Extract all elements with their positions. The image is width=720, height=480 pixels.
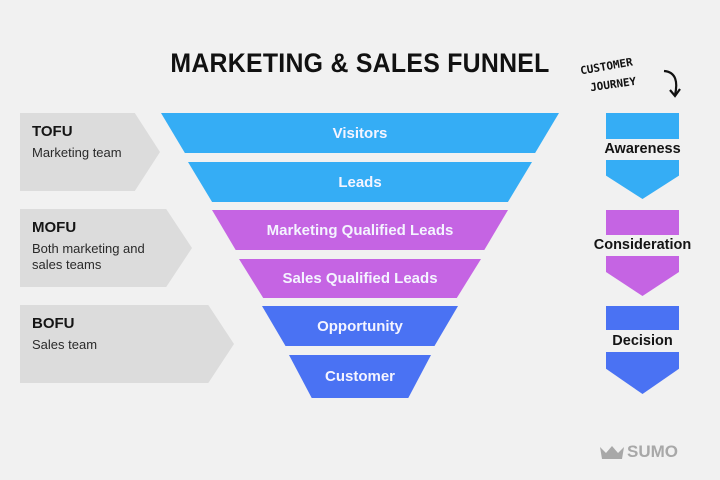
stage-title: BOFU: [32, 315, 75, 332]
journey-awareness-top: [606, 113, 679, 139]
brand-logo: SUMO: [600, 442, 678, 462]
band-label: Sales Qualified Leads: [282, 270, 438, 287]
stage-desc: Both marketing and: [32, 241, 145, 256]
funnel-band-leads: Leads: [188, 162, 532, 202]
band-label: Visitors: [332, 124, 388, 142]
stage-desc: Sales team: [32, 337, 98, 352]
funnel-band-visitors: Visitors: [161, 113, 559, 153]
brand-name: SUMO: [627, 442, 678, 461]
stage-tag-mofu: MOFU Both marketing and sales teams: [20, 209, 192, 287]
stage-desc: Marketing team: [32, 145, 122, 160]
funnel-band-customer: Customer: [289, 355, 431, 398]
journey-consideration-label: Consideration: [593, 237, 692, 253]
stage-tag-bofu: BOFU Sales team: [20, 305, 234, 383]
journey-decision-label: Decision: [612, 333, 673, 349]
journey-awareness-label: Awareness: [604, 141, 681, 157]
funnel-band-mql: Marketing Qualified Leads: [212, 210, 508, 250]
band-label: Leads: [338, 173, 382, 191]
stage-tag-tofu: TOFU Marketing team: [20, 113, 160, 191]
band-label: Opportunity: [317, 317, 403, 335]
journey-consideration-top: [606, 210, 679, 235]
band-label: Customer: [324, 368, 395, 385]
journey-decision-arrow: [606, 352, 679, 394]
stage-desc: sales teams: [32, 257, 102, 272]
curved-arrow-icon: [663, 69, 681, 98]
page-title: MARKETING & SALES FUNNEL: [170, 48, 550, 78]
band-label: Marketing Qualified Leads: [266, 221, 454, 239]
journey-decision-top: [606, 306, 679, 330]
stage-title: MOFU: [32, 219, 77, 236]
journey-consideration-arrow: [606, 256, 679, 296]
stage-title: TOFU: [32, 123, 73, 140]
funnel-band-opportunity: Opportunity: [262, 306, 458, 346]
funnel-band-sql: Sales Qualified Leads: [239, 259, 481, 298]
journey-awareness-arrow: [606, 160, 679, 199]
crown-icon: [600, 446, 624, 459]
